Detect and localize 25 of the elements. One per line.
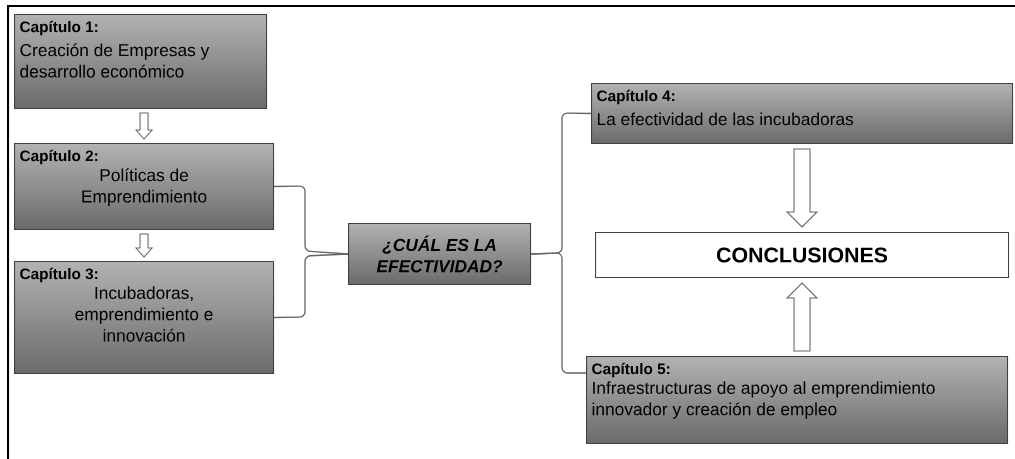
connector-line bbox=[530, 252, 587, 374]
chapter-box bbox=[586, 356, 1009, 445]
conclusion-box bbox=[595, 232, 1010, 279]
chapter-heading: Capítulo 4: bbox=[597, 89, 675, 105]
chapter-heading: Capítulo 1: bbox=[20, 20, 98, 36]
question-box bbox=[348, 223, 532, 286]
chapter-box bbox=[14, 14, 268, 110]
chapter-title: La efectividad de las incubadoras bbox=[597, 112, 854, 126]
chapter-title: Infraestructuras de apoyo al emprendimiento innovador y creación de empleo bbox=[592, 381, 935, 419]
chapter-title: Políticas de Emprendimiento bbox=[82, 168, 207, 206]
connector-line bbox=[273, 253, 349, 319]
chapter-box bbox=[14, 143, 275, 231]
chapter-heading: Capítulo 5: bbox=[592, 362, 670, 378]
conclusion-text: CONCLUSIONES bbox=[717, 247, 888, 263]
chapter-heading: Capítulo 3: bbox=[20, 267, 98, 283]
chapter-heading: Capítulo 2: bbox=[20, 149, 98, 165]
block-arrow bbox=[785, 148, 819, 228]
block-arrow bbox=[134, 233, 154, 258]
question-text: ¿CUÁL ES LA EFECTIVIDAD? bbox=[376, 235, 503, 273]
chapter-box bbox=[14, 261, 275, 375]
block-arrow bbox=[134, 112, 154, 140]
chapter-title: Creación de Empresas y desarrollo económico bbox=[20, 43, 210, 78]
chapter-box bbox=[591, 83, 1014, 145]
block-arrow bbox=[785, 282, 819, 352]
chapter-title: Incubadoras, emprendimiento e innovación bbox=[75, 286, 213, 342]
